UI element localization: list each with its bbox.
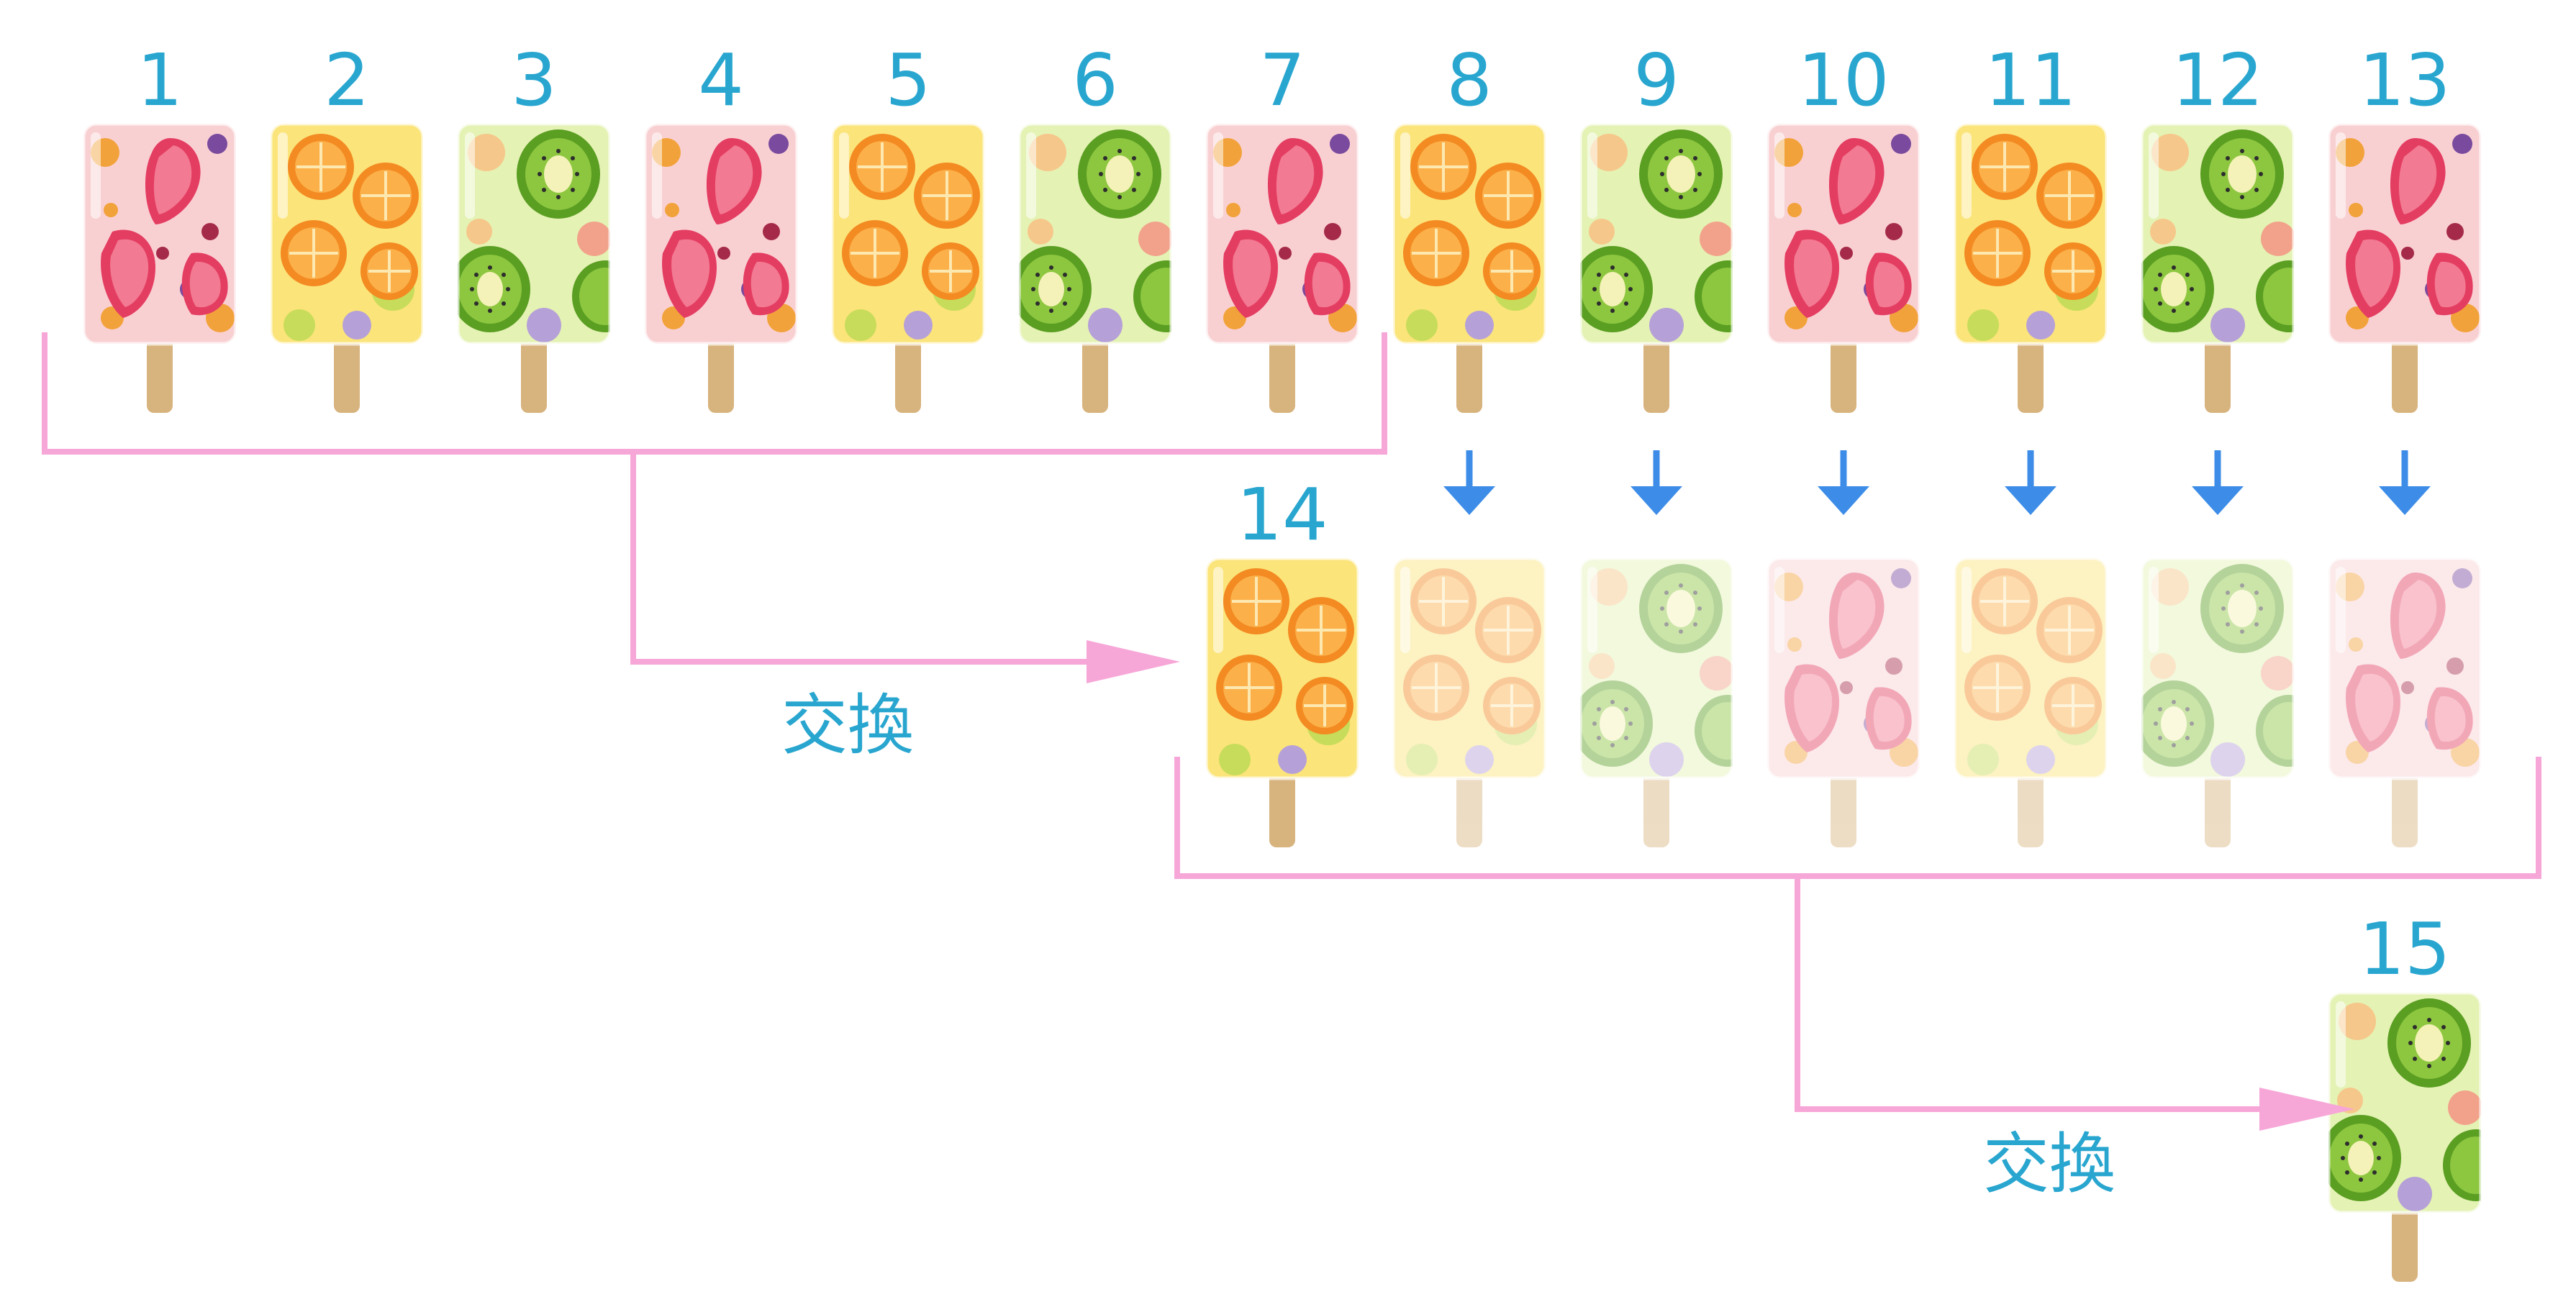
popsicle-carried-6 — [2326, 556, 2483, 847]
popsicle-stick-icon — [2392, 1201, 2418, 1282]
popsicle-stick-icon — [334, 332, 360, 413]
popsicle-carried-3 — [1765, 556, 1922, 847]
popsicle-7: 7 — [1204, 38, 1361, 413]
popsicle-stick-icon — [1082, 332, 1108, 413]
popsicle-5: 5 — [830, 38, 987, 413]
strawberry-popsicle-icon — [81, 122, 238, 346]
exchange-arrow-1-line — [630, 452, 1094, 665]
popsicle-number-13: 13 — [2359, 38, 2450, 122]
popsicle-number-7: 7 — [1259, 38, 1305, 122]
popsicle-13: 13 — [2326, 38, 2483, 413]
orange-popsicle-icon — [1952, 122, 2109, 346]
popsicle-number-5: 5 — [885, 38, 931, 122]
carry-down-arrow-head-13 — [2379, 486, 2431, 515]
popsicle-stick-icon — [1831, 767, 1856, 847]
popsicle-1: 1 — [81, 38, 238, 413]
orange-popsicle-icon — [1391, 556, 1548, 780]
popsicle-8: 8 — [1391, 38, 1548, 413]
kiwi-popsicle-icon — [2326, 990, 2483, 1215]
popsicle-12: 12 — [2139, 38, 2296, 413]
strawberry-popsicle-icon — [2326, 122, 2483, 346]
kiwi-popsicle-icon — [1017, 122, 1174, 346]
popsicle-number-9: 9 — [1633, 38, 1679, 122]
popsicle-stick-icon — [1831, 332, 1856, 413]
kiwi-popsicle-icon — [2139, 122, 2296, 346]
popsicle-number-15: 15 — [2359, 907, 2450, 991]
orange-popsicle-icon — [1204, 556, 1361, 780]
popsicle-stick-icon — [1456, 332, 1482, 413]
popsicle-number-8: 8 — [1446, 38, 1492, 122]
popsicle-carried-4 — [1952, 556, 2109, 847]
popsicle-stick-icon — [147, 332, 173, 413]
popsicle-number-4: 4 — [698, 38, 744, 122]
orange-popsicle-icon — [830, 122, 987, 346]
exchange-label-1: 交換 — [781, 687, 914, 764]
strawberry-popsicle-icon — [1765, 556, 1922, 780]
popsicle-number-2: 2 — [324, 38, 370, 122]
popsicle-4: 4 — [643, 38, 799, 413]
exchange-label-2: 交換 — [1983, 1126, 2115, 1203]
carry-down-arrow-head-8 — [1443, 486, 1495, 515]
popsicle-carried-2 — [1578, 556, 1735, 847]
popsicle-11: 11 — [1952, 38, 2109, 413]
kiwi-popsicle-icon — [2139, 556, 2296, 780]
popsicle-stick-icon — [1643, 332, 1669, 413]
strawberry-popsicle-icon — [2326, 556, 2483, 780]
popsicle-stick-icon — [2205, 332, 2231, 413]
exchange-arrow-2-line — [1795, 876, 2267, 1112]
strawberry-popsicle-icon — [1765, 122, 1922, 346]
popsicle-9: 9 — [1578, 38, 1735, 413]
popsicle-stick-icon — [1269, 332, 1295, 413]
kiwi-popsicle-icon — [455, 122, 612, 346]
popsicle-stick-icon — [1269, 767, 1295, 847]
popsicle-14: 14 — [1204, 473, 1361, 847]
orange-popsicle-icon — [1952, 556, 2109, 780]
popsicle-stick-icon — [1643, 767, 1669, 847]
popsicle-stick-icon — [2392, 332, 2418, 413]
popsicle-stick-icon — [2018, 767, 2044, 847]
orange-popsicle-icon — [1391, 122, 1548, 346]
kiwi-popsicle-icon — [1578, 122, 1735, 346]
popsicle-carried-5 — [2139, 556, 2296, 847]
popsicle-3: 3 — [455, 38, 612, 413]
popsicle-stick-icon — [2018, 332, 2044, 413]
exchange-arrow-1-head — [1087, 640, 1180, 683]
carry-down-arrow-head-11 — [2005, 486, 2056, 515]
popsicle-number-10: 10 — [1797, 38, 1889, 122]
popsicle-15: 15 — [2326, 907, 2483, 1282]
popsicle-number-3: 3 — [511, 38, 557, 122]
popsicle-stick-icon — [708, 332, 734, 413]
carry-down-arrow-head-10 — [1818, 486, 1869, 515]
popsicle-stick-icon — [521, 332, 547, 413]
popsicle-6: 6 — [1017, 38, 1174, 413]
group-bracket-2 — [1174, 757, 2541, 879]
strawberry-popsicle-icon — [643, 122, 799, 346]
popsicle-10: 10 — [1765, 38, 1922, 413]
carry-down-arrow-head-9 — [1631, 486, 1682, 515]
strawberry-popsicle-icon — [1204, 122, 1361, 346]
popsicle-2: 2 — [268, 38, 425, 413]
popsicle-number-11: 11 — [1985, 38, 2076, 122]
popsicle-number-14: 14 — [1236, 473, 1328, 557]
popsicle-stick-icon — [2205, 767, 2231, 847]
popsicle-stick-icon — [1456, 767, 1482, 847]
popsicle-carried-1 — [1391, 556, 1548, 847]
popsicle-number-12: 12 — [2172, 38, 2263, 122]
kiwi-popsicle-icon — [1578, 556, 1735, 780]
orange-popsicle-icon — [268, 122, 425, 346]
carry-down-arrow-head-12 — [2192, 486, 2244, 515]
group-bracket-1 — [42, 332, 1387, 455]
popsicle-stick-icon — [895, 332, 921, 413]
exchange-arrow-2-head — [2259, 1088, 2354, 1131]
popsicle-number-1: 1 — [137, 38, 183, 122]
popsicle-stick-icon — [2392, 767, 2418, 847]
popsicle-number-6: 6 — [1072, 38, 1118, 122]
